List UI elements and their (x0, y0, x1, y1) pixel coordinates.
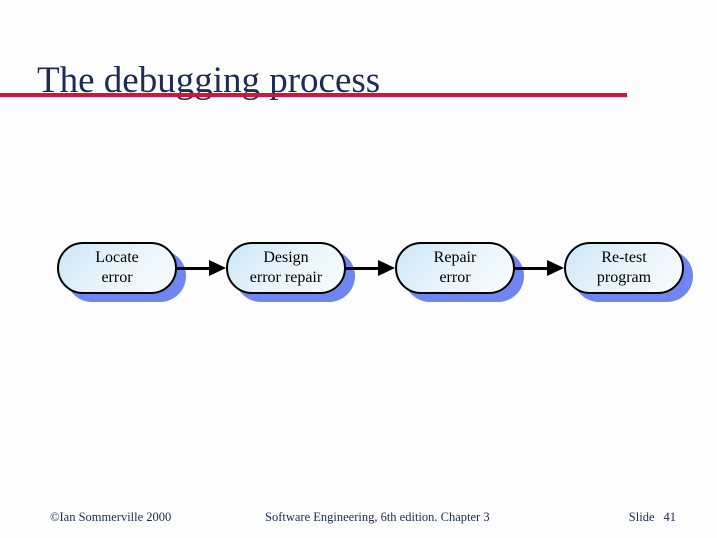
arrow-connector (515, 260, 564, 276)
slide-number-label: Slide (628, 510, 655, 524)
node-label-line: error (101, 269, 133, 286)
node-label-line: Repair (433, 249, 477, 266)
node-repair-error: Repair error (395, 242, 524, 302)
node-shape: Re-test program (564, 242, 684, 294)
node-label-line: Design (263, 249, 309, 266)
footer-slide-number: Slide 41 (629, 510, 676, 525)
arrow-shaft (515, 266, 548, 270)
arrow-shaft (177, 266, 210, 270)
node-retest-program: Re-test program (564, 242, 693, 302)
arrow-head-icon (547, 260, 564, 276)
node-label-line: Re-test (601, 249, 647, 266)
arrow-shaft (346, 266, 379, 270)
node-shape: Design error repair (226, 242, 346, 294)
node-label-line: Locate (95, 249, 139, 266)
node-label-line: error repair (249, 269, 323, 286)
arrow-head-icon (209, 260, 226, 276)
title-underline-rule (0, 93, 627, 97)
arrow-connector (346, 260, 395, 276)
node-label-line: program (596, 269, 652, 286)
footer-book-reference: Software Engineering, 6th edition. Chapt… (265, 510, 490, 524)
node-locate-error: Locate error (57, 242, 186, 302)
footer-copyright: ©Ian Sommerville 2000 (50, 510, 172, 524)
node-design-error-repair: Design error repair (226, 242, 355, 302)
node-shape: Locate error (57, 242, 177, 294)
node-label-line: error (439, 269, 471, 286)
node-shape: Repair error (395, 242, 515, 294)
slide-number-value: 41 (663, 510, 677, 524)
arrow-connector (177, 260, 226, 276)
arrow-head-icon (378, 260, 395, 276)
